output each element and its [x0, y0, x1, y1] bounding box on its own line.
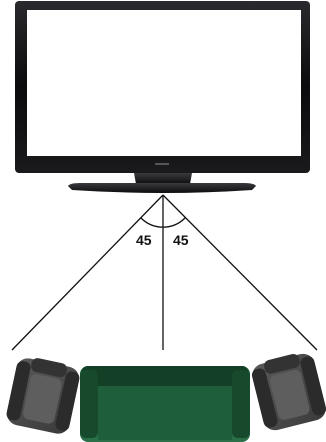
right-armchair	[249, 349, 326, 432]
angle-right-label: 45	[173, 232, 189, 248]
sofa-seat	[98, 387, 232, 440]
right-viewing-line	[163, 195, 317, 350]
sofa	[80, 366, 250, 442]
sofa-back	[82, 366, 248, 386]
viewing-lines	[12, 195, 317, 350]
tv-power-indicator	[155, 163, 169, 165]
tv-stand-base	[68, 183, 256, 193]
tv-stand-neck	[134, 173, 192, 184]
television	[15, 1, 310, 193]
sofa-left-arm	[80, 370, 98, 438]
angle-left-label: 45	[136, 232, 152, 248]
left-armchair	[5, 354, 82, 436]
tv-screen	[27, 10, 301, 156]
left-viewing-line	[12, 195, 163, 350]
sofa-right-arm	[232, 370, 250, 438]
